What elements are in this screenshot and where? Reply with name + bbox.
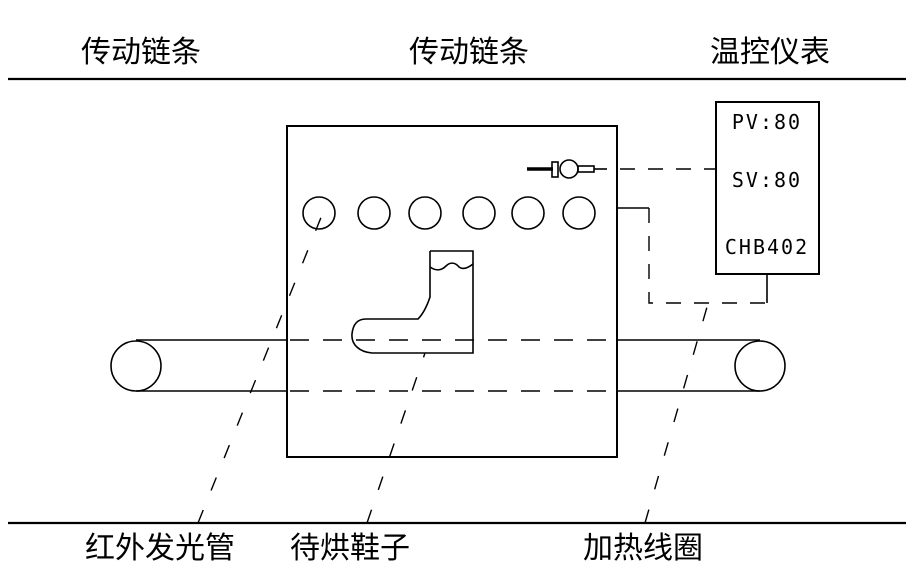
label-temperature-controller: 温控仪表 xyxy=(710,36,830,69)
label-drive-chain-left: 传动链条 xyxy=(81,36,201,69)
heat-lamp-circle xyxy=(562,196,596,230)
right-roller-circle xyxy=(734,340,786,392)
shoe-cuff-wavy-line xyxy=(429,262,474,271)
drying-chamber-box xyxy=(286,125,618,458)
instrument-model-text: CHB402 xyxy=(725,235,809,259)
leader-line-infrared xyxy=(197,214,323,524)
wire-controller-to-chamber xyxy=(617,207,768,304)
shoe-outline xyxy=(351,250,474,354)
leader-line-shoe xyxy=(366,352,426,524)
instrument-pv-readout: PV:80 xyxy=(732,110,802,134)
sensor-head-circle xyxy=(559,159,579,179)
instrument-sv-readout: SV:80 xyxy=(732,168,802,192)
label-shoes-to-dry: 待烘鞋子 xyxy=(290,532,410,565)
heat-lamp-circle xyxy=(511,196,545,230)
temperature-sensor xyxy=(527,159,607,179)
shoe-body-path xyxy=(351,250,474,354)
label-infrared-tube: 红外发光管 xyxy=(85,532,235,565)
wire-dashed-run xyxy=(648,208,767,304)
heat-lamp-circle xyxy=(302,196,336,230)
conveyor-belt xyxy=(136,339,760,392)
heat-lamp-circle xyxy=(357,196,391,230)
heat-lamp-row xyxy=(302,196,596,230)
label-heating-coil: 加热线圈 xyxy=(583,532,703,565)
left-roller-circle xyxy=(110,340,162,392)
heat-lamp-circle xyxy=(408,196,442,230)
leader-line-coil xyxy=(644,306,708,524)
instrument-box: PV:80 SV:80 CHB402 xyxy=(715,101,820,275)
sensor-collar xyxy=(551,161,559,178)
heat-lamp-circle xyxy=(462,196,496,230)
sensor-terminal xyxy=(577,165,595,173)
label-drive-chain-center: 传动链条 xyxy=(409,36,529,69)
